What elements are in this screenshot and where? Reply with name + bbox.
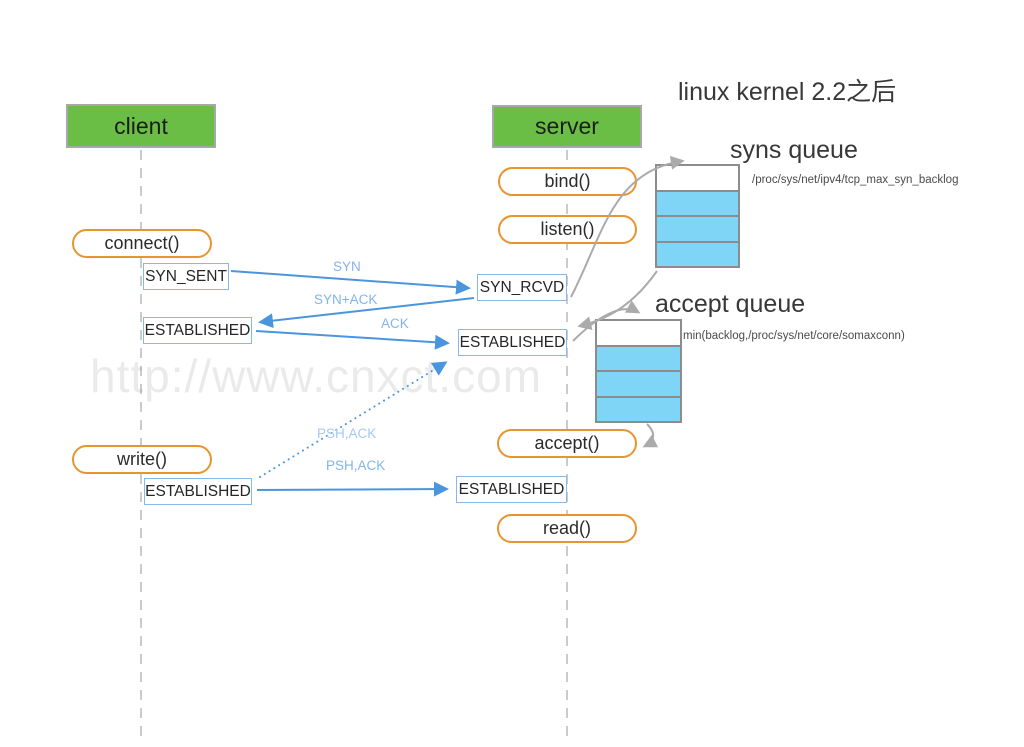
acceptqueue-to-accept-arrow <box>642 423 659 448</box>
client-actor-box: client <box>66 104 216 148</box>
server-syn-rcvd-state: SYN_RCVD <box>477 274 567 301</box>
queue-row <box>657 166 738 190</box>
queue-row <box>597 344 680 370</box>
queue-row <box>657 215 738 241</box>
server-established-state: ESTABLISHED <box>458 329 567 356</box>
watermark-text: http://www.cnxct.com <box>90 350 543 402</box>
queue-row <box>657 189 738 215</box>
psh-ack-message-label: PSH,ACK <box>326 458 386 473</box>
client-established-data-state: ESTABLISHED <box>144 478 252 505</box>
server-established-data-state: ESTABLISHED <box>456 476 567 503</box>
queue-row <box>597 321 680 345</box>
client-established-state: ESTABLISHED <box>143 317 252 344</box>
accept-queue-box <box>595 319 682 423</box>
write-syscall: write() <box>72 445 212 474</box>
bind-syscall: bind() <box>498 167 637 196</box>
accept-queue-title: accept queue <box>655 290 806 318</box>
synsqueue-to-established-arrow <box>577 270 658 331</box>
syns-queue-note: /proc/sys/net/ipv4/tcp_max_syn_backlog <box>752 174 959 186</box>
queue-row <box>597 370 680 396</box>
accept-syscall: accept() <box>497 429 637 458</box>
read-syscall: read() <box>497 514 637 543</box>
syn-message-label: SYN <box>333 259 361 274</box>
syns-queue-box <box>655 164 740 268</box>
psh-ack-arrow <box>256 481 449 497</box>
diagram-title: linux kernel 2.2之后 <box>678 78 897 106</box>
connect-syscall: connect() <box>72 229 212 258</box>
queue-row <box>657 240 738 266</box>
accept-queue-note: min(backlog,/proc/sys/net/core/somaxconn… <box>683 330 905 342</box>
psh-ack-dotted-message-label: PSH,ACK <box>317 426 377 441</box>
listen-syscall: listen() <box>498 215 637 244</box>
queue-row <box>597 395 680 421</box>
ack-message-label: ACK <box>381 316 409 331</box>
ack-arrow <box>255 330 450 350</box>
client-syn-sent-state: SYN_SENT <box>143 263 229 290</box>
server-actor-box: server <box>492 105 642 148</box>
syn-ack-message-label: SYN+ACK <box>314 292 378 307</box>
syns-queue-title: syns queue <box>730 136 858 164</box>
